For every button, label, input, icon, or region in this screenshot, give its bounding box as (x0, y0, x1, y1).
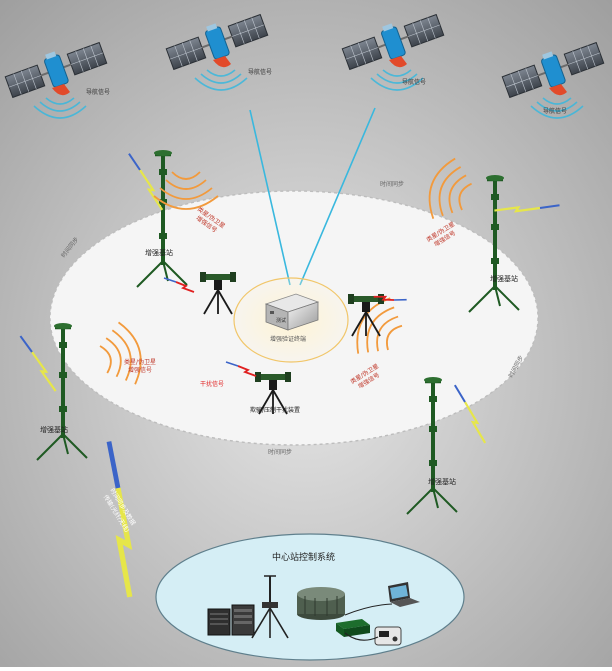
base-station-label-tr: 增强基站 (490, 274, 518, 283)
sat-label-3: 导航信号 (402, 78, 426, 86)
interference-label: 干扰信号 (200, 380, 224, 388)
laptop (388, 582, 420, 607)
receiver-module (336, 619, 370, 637)
svg-text:类星/伪卫星: 类星/伪卫星 (124, 358, 156, 366)
signal-label-l: 类星/伪卫星 增强信号 (124, 358, 156, 374)
dome-receiver (297, 587, 345, 620)
terminal-box-label: 测试 (276, 317, 286, 324)
jammer-label: 欺骗/压制干扰装置 (250, 406, 300, 414)
cable-1 (344, 632, 379, 641)
cable-2 (344, 603, 393, 616)
server-cabinets (207, 604, 255, 636)
center-title: 中心站控制系统 (272, 551, 335, 563)
terminal-label: 增强验证终端 (270, 335, 306, 343)
nav-beam-left (249, 109, 291, 286)
verification-terminal: 测试 (264, 293, 320, 331)
sat-label-1: 导航信号 (86, 88, 110, 96)
time-sync-label-bottom: 时间同步 (268, 448, 292, 456)
base-station-label-l: 增强基站 (40, 425, 68, 434)
nav-beam-right (299, 107, 376, 286)
center-antenna (251, 575, 289, 639)
time-sync-label-top: 时间同步 (380, 180, 404, 188)
sat-label-2: 导航信号 (248, 68, 272, 76)
base-station-label-br: 增强基站 (428, 477, 456, 486)
power-unit (374, 626, 402, 646)
sat-label-4: 导航信号 (543, 107, 567, 115)
svg-text:增强信号: 增强信号 (128, 366, 152, 374)
base-station-label-tl: 增强基站 (145, 248, 173, 257)
